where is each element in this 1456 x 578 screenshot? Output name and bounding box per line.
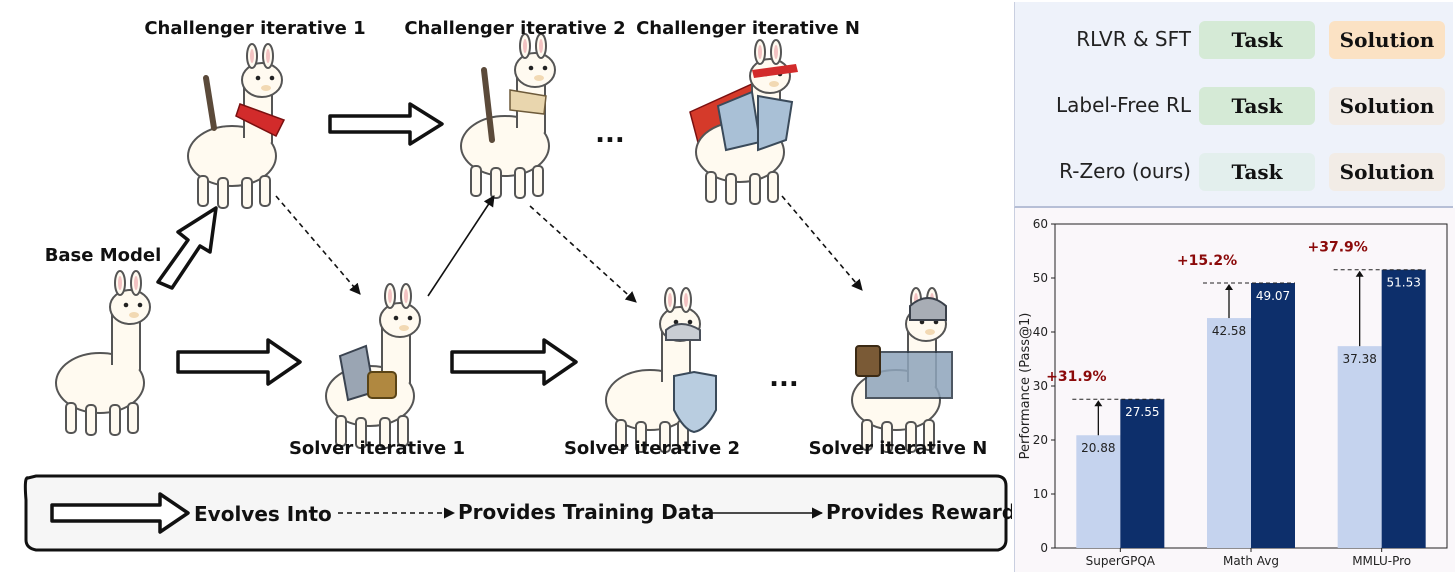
legend-training-label: Provides Training Data bbox=[458, 500, 714, 524]
gain-label: +31.9% bbox=[1046, 369, 1106, 385]
x-tick-label: Math Avg bbox=[1223, 554, 1279, 568]
comparison-row-label: R-Zero (ours) bbox=[1059, 159, 1191, 183]
solver-label-n: Solver iterative N bbox=[809, 438, 988, 459]
base-model-label: Base Model bbox=[45, 245, 162, 266]
x-tick-label: MMLU-Pro bbox=[1352, 554, 1411, 568]
training-data-arrow-2 bbox=[529, 205, 637, 303]
bar-value-label: 49.07 bbox=[1256, 289, 1290, 303]
gain-arrow-head bbox=[1225, 284, 1233, 291]
task-pill: Task bbox=[1199, 87, 1315, 125]
legend-reward-label: Provides Reward bbox=[826, 500, 1012, 524]
x-tick-label: SuperGPQA bbox=[1086, 554, 1156, 568]
bar-value-label: 20.88 bbox=[1081, 441, 1115, 455]
bar-value-label: 42.58 bbox=[1212, 324, 1246, 338]
task-pill: Task bbox=[1199, 153, 1315, 191]
legend-evolve-arrow-icon bbox=[50, 492, 190, 534]
comparison-row-r-zero: R-Zero (ours) Task Solution bbox=[1015, 149, 1453, 195]
iteration-diagram: Challenger iterative 1 Challenger iterat… bbox=[23, 18, 1016, 552]
evolve-arrow-base-to-solver-1 bbox=[176, 338, 302, 386]
solver-2-alpaca-icon bbox=[605, 287, 717, 453]
solver-1-alpaca-icon bbox=[325, 283, 421, 449]
challenger-label-1: Challenger iterative 1 bbox=[144, 18, 365, 39]
bar-value-label: 37.38 bbox=[1342, 352, 1376, 366]
bar-r-zero bbox=[1381, 269, 1426, 548]
y-tick-label: 50 bbox=[1033, 271, 1048, 285]
ellipsis-top: ... bbox=[595, 119, 625, 149]
gain-arrow-head bbox=[1094, 400, 1103, 407]
bar-r-zero bbox=[1251, 283, 1295, 548]
gain-arrow-head bbox=[1355, 270, 1364, 277]
y-tick-label: 0 bbox=[1040, 541, 1048, 555]
solution-pill: Solution bbox=[1329, 21, 1445, 59]
gain-label: +15.2% bbox=[1177, 253, 1237, 269]
task-pill: Task bbox=[1199, 21, 1315, 59]
y-axis-label: Performance (Pass@1) bbox=[1018, 313, 1033, 460]
challenger-n-alpaca-icon bbox=[689, 39, 798, 205]
challenger-label-2: Challenger iterative 2 bbox=[404, 18, 625, 39]
y-tick-label: 30 bbox=[1033, 379, 1048, 393]
gain-label: +37.9% bbox=[1308, 240, 1368, 256]
evolve-arrow-base-to-challenger-1 bbox=[156, 206, 218, 290]
challenger-1-alpaca-icon bbox=[187, 43, 286, 209]
comparison-row-rlvr-sft: RLVR & SFT Task Solution bbox=[1015, 17, 1453, 63]
solver-label-1: Solver iterative 1 bbox=[289, 438, 465, 459]
evolve-arrow-solver-1-to-2 bbox=[450, 338, 578, 386]
comparison-row-label: RLVR & SFT bbox=[1076, 27, 1191, 51]
bar-r-zero bbox=[1120, 399, 1165, 548]
solver-label-2: Solver iterative 2 bbox=[564, 438, 740, 459]
diagram-canvas: Challenger iterative 1 Challenger iterat… bbox=[23, 18, 1016, 552]
y-tick-label: 40 bbox=[1033, 325, 1048, 339]
solver-n-alpaca-icon bbox=[851, 287, 953, 453]
evolve-arrow-challenger-1-to-2 bbox=[328, 102, 444, 146]
comparison-row-label-free-rl: Label-Free RL Task Solution bbox=[1015, 83, 1453, 129]
comparison-row-label: Label-Free RL bbox=[1055, 93, 1191, 117]
training-data-arrow-n bbox=[781, 195, 863, 291]
legend: Evolves Into Provides Training Data Prov… bbox=[23, 474, 1016, 552]
training-data-arrow-1 bbox=[275, 195, 361, 295]
y-tick-label: 20 bbox=[1033, 433, 1048, 447]
bar-value-label: 51.53 bbox=[1386, 276, 1420, 290]
bar-base bbox=[1337, 346, 1382, 548]
legend-evolves-label: Evolves Into bbox=[194, 502, 332, 526]
reward-arrow-solver-1-to-challenger-2 bbox=[427, 195, 495, 297]
comparison-panel: RLVR & SFT Task Solution Label-Free RL T… bbox=[1014, 2, 1453, 208]
ellipsis-bottom: ... bbox=[769, 363, 799, 393]
bar-base bbox=[1207, 318, 1251, 548]
bar-base bbox=[1076, 435, 1121, 548]
y-tick-label: 60 bbox=[1033, 217, 1048, 231]
y-tick-label: 10 bbox=[1033, 487, 1048, 501]
bar-value-label: 27.55 bbox=[1125, 405, 1159, 419]
solution-pill: Solution bbox=[1329, 153, 1445, 191]
base-model-alpaca-icon bbox=[55, 270, 151, 436]
solution-pill: Solution bbox=[1329, 87, 1445, 125]
challenger-label-n: Challenger iterative N bbox=[636, 18, 860, 39]
challenger-2-alpaca-icon bbox=[460, 33, 556, 199]
